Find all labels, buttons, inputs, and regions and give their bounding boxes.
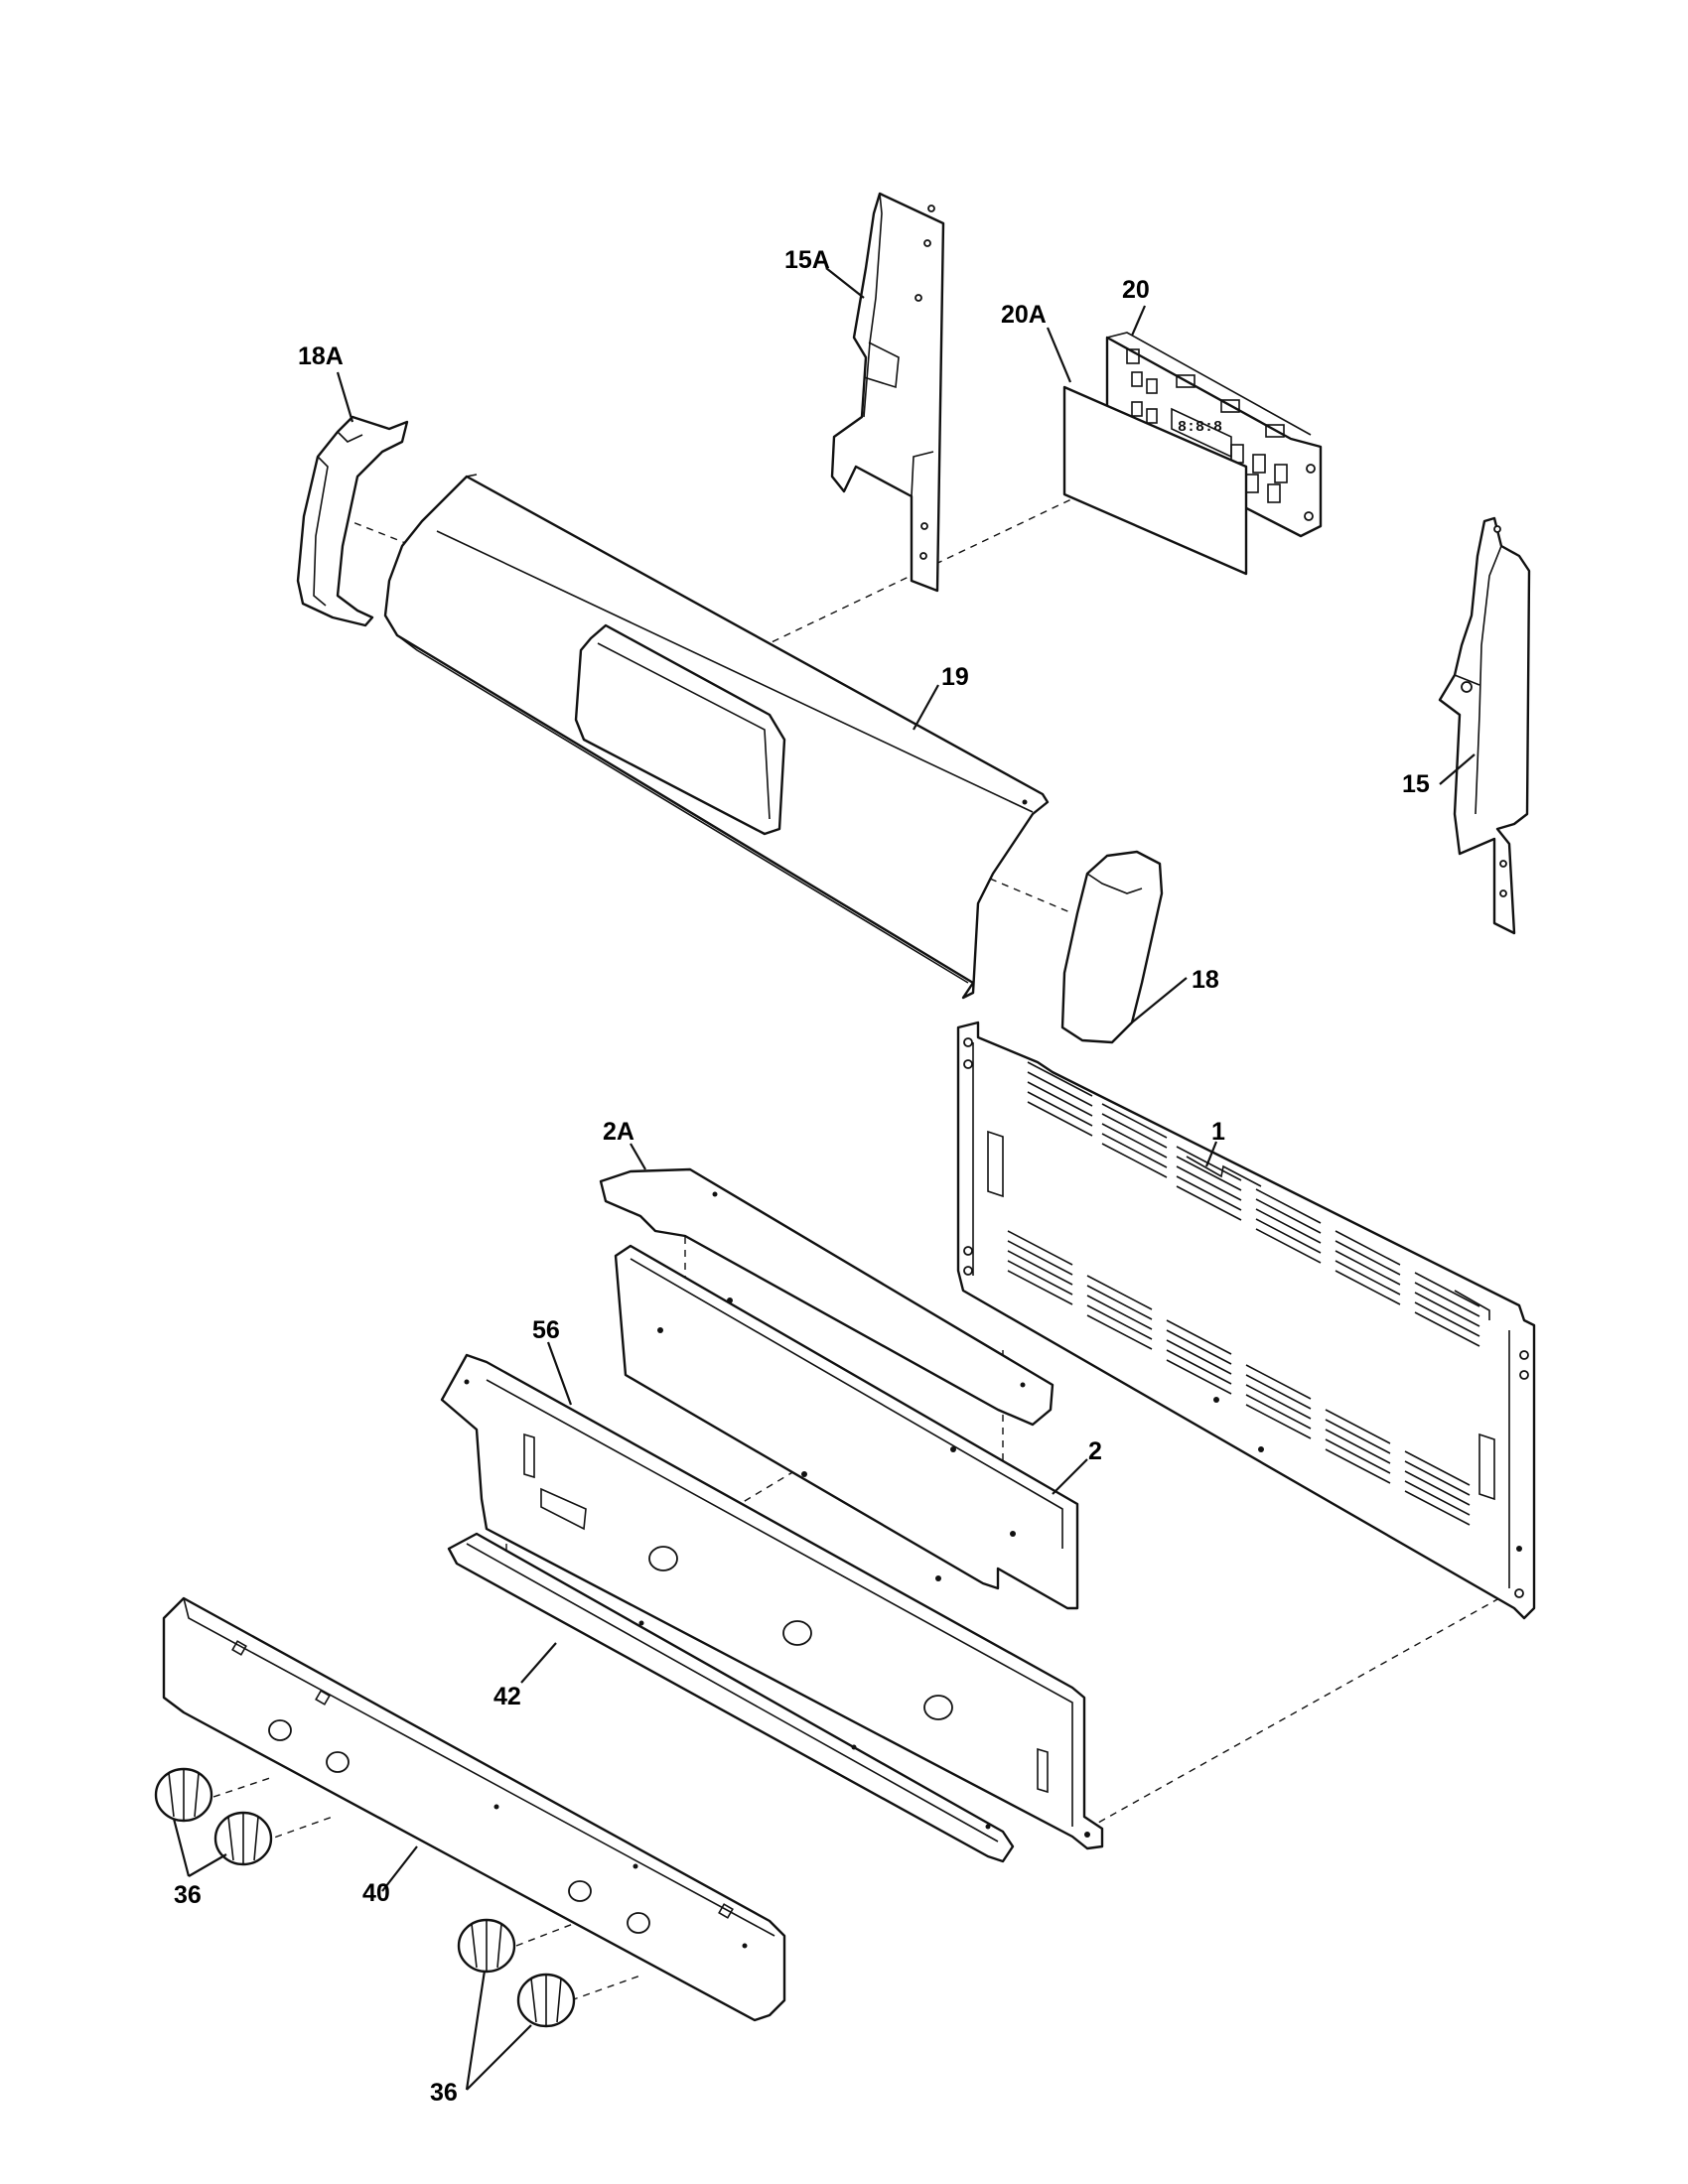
label-1: 1 [1211,1118,1225,1146]
part-2-panel [614,1244,1079,1610]
part-20A-overlay [1062,385,1248,576]
part-1-rear-panel [956,1021,1536,1620]
part-19-backguard-panel [383,474,1050,1000]
part-42-trim-strip [447,1532,1015,1863]
label-56: 56 [532,1316,560,1344]
part-15-side-bracket [1438,516,1531,935]
label-20A: 20A [1001,301,1047,329]
part-56-manifold-panel [440,1353,1104,1850]
label-2A: 2A [603,1118,634,1146]
part-labels: 15A 20 20A 18A 19 15 18 1 2A 56 2 42 36 … [174,246,1430,2107]
knob-3 [457,1918,516,1974]
label-15: 15 [1402,770,1430,798]
label-36-lower: 36 [430,2079,458,2107]
part-36-knobs-upper [154,1767,273,1866]
label-15A: 15A [784,246,830,274]
knob-1 [154,1767,213,1823]
label-18A: 18A [298,342,344,370]
display-readout: 8:8:8 [1178,419,1222,436]
label-36-upper: 36 [174,1881,202,1909]
part-20-control-board: 8:8:8 [1105,332,1323,538]
label-42: 42 [493,1683,521,1710]
part-15A-side-bracket [830,192,945,593]
label-18: 18 [1192,966,1219,994]
part-36-knobs-lower [457,1918,576,2028]
part-40-control-panel [162,1596,786,2022]
label-19: 19 [941,663,969,691]
part-18-end-cap [1060,850,1164,1044]
label-40: 40 [362,1879,390,1907]
label-20: 20 [1122,276,1150,304]
vent-grille-upper [1027,1061,1480,1347]
knob-4 [516,1973,576,2028]
part-18A-end-cap [296,415,409,627]
part-2A-insulation [599,1167,1055,1427]
knob-2 [213,1811,273,1866]
leader-lines [172,267,1476,2091]
vent-grille-lower [1007,1230,1471,1526]
label-2: 2 [1088,1437,1102,1465]
